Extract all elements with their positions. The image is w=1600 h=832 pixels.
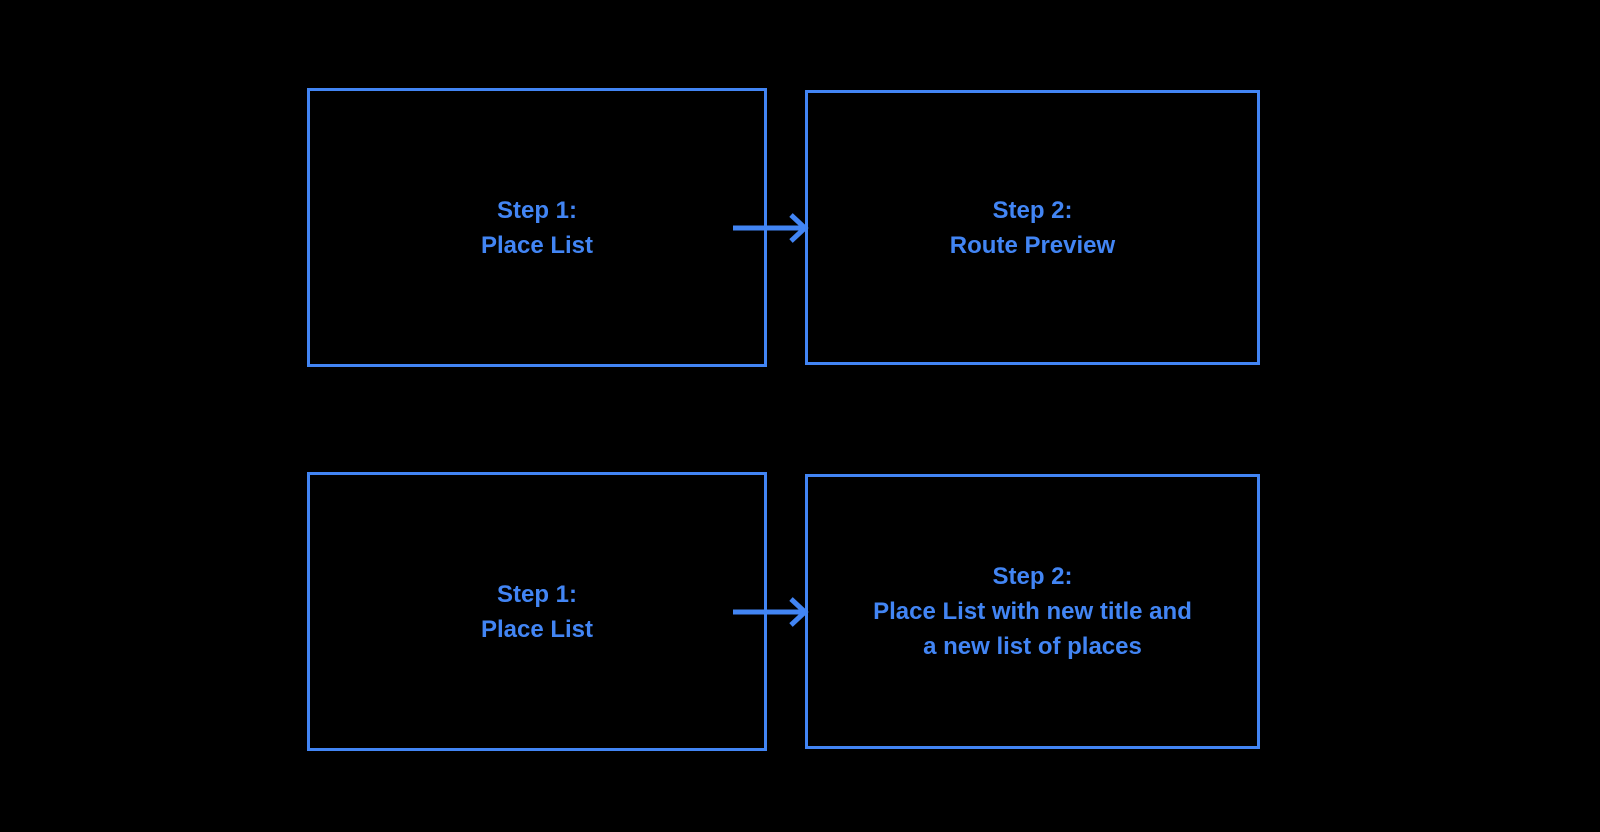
step-box-top-step-2[interactable]: Step 2: Route Preview bbox=[805, 90, 1260, 365]
flow-row-bottom: Step 1: Place List Step 2: Place List wi… bbox=[0, 472, 1600, 752]
step-box-bottom-step-1[interactable]: Step 1: Place List bbox=[307, 472, 767, 751]
step-box-top-step-1[interactable]: Step 1: Place List bbox=[307, 88, 767, 367]
arrow-right-icon-top bbox=[733, 213, 809, 243]
step-box-label: Step 1: Place List bbox=[480, 196, 594, 259]
step-box-label: Step 2: Place List with new title and a … bbox=[873, 563, 1192, 660]
arrow-right-icon-bottom bbox=[733, 597, 809, 627]
flow-row-top: Step 1: Place List Step 2: Route Preview bbox=[0, 88, 1600, 368]
step-box-label: Step 1: Place List bbox=[480, 580, 594, 643]
step-box-label: Step 2: Route Preview bbox=[949, 196, 1116, 259]
step-box-bottom-step-2[interactable]: Step 2: Place List with new title and a … bbox=[805, 474, 1260, 749]
